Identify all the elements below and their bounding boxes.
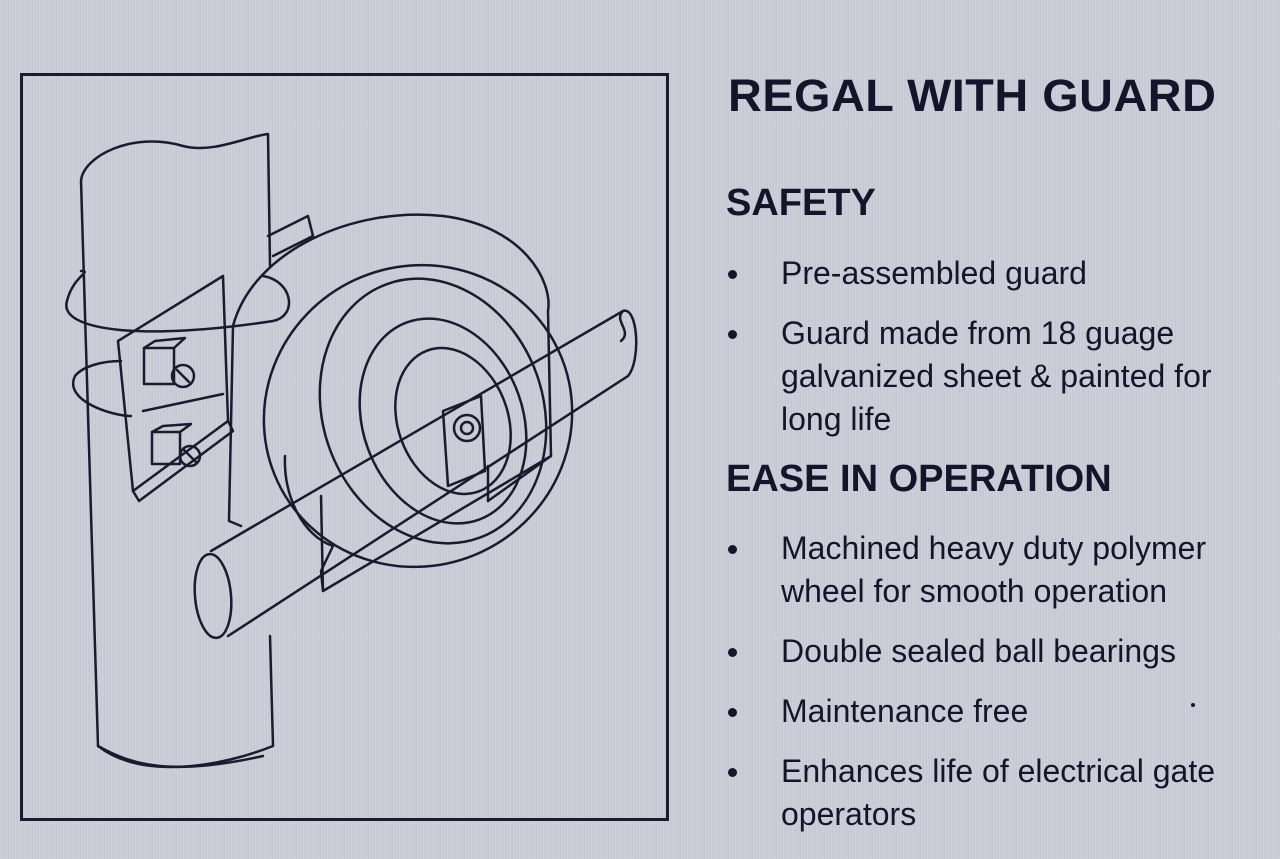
ease-list: Machined heavy duty polymer wheel for sm… (726, 527, 1271, 853)
bullet-icon (728, 330, 737, 339)
list-item-text: Guard made from 18 guage galvanized shee… (781, 315, 1212, 437)
section-heading-safety: SAFETY (726, 182, 876, 224)
list-item-text: Pre-assembled guard (781, 255, 1087, 291)
print-speck (1191, 703, 1195, 707)
bullet-icon (728, 270, 737, 279)
list-item: Enhances life of electrical gate operato… (726, 750, 1271, 836)
list-item-text: Machined heavy duty polymer wheel for sm… (781, 530, 1207, 609)
wheel-guard (231, 213, 553, 593)
list-item: Double sealed ball bearings (726, 630, 1271, 673)
page-title: REGAL WITH GUARD (728, 70, 1217, 121)
vertical-post (79, 132, 275, 769)
safety-list: Pre-assembled guard Guard made from 18 g… (726, 252, 1271, 458)
bullet-icon (728, 545, 737, 554)
bullet-icon (728, 648, 737, 657)
collar-upper (65, 274, 291, 333)
wheel-outer (262, 263, 574, 569)
list-item: Machined heavy duty polymer wheel for sm… (726, 527, 1271, 613)
list-item-text: Maintenance free (781, 693, 1029, 729)
bolt-upper (142, 346, 176, 386)
axle-nut (452, 413, 482, 443)
list-item-text: Enhances life of electrical gate operato… (781, 753, 1216, 832)
wheel-rim (318, 277, 548, 545)
list-item: Pre-assembled guard (726, 252, 1271, 295)
bullet-icon (728, 708, 737, 717)
bullet-icon (728, 768, 737, 777)
product-illustration (20, 73, 669, 821)
gate-pipe (209, 309, 638, 638)
bolt-lower (150, 430, 182, 466)
list-item: Guard made from 18 guage galvanized shee… (726, 312, 1271, 441)
list-item: Maintenance free (726, 690, 1271, 733)
section-heading-ease: EASE IN OPERATION (726, 458, 1112, 500)
list-item-text: Double sealed ball bearings (781, 633, 1176, 669)
